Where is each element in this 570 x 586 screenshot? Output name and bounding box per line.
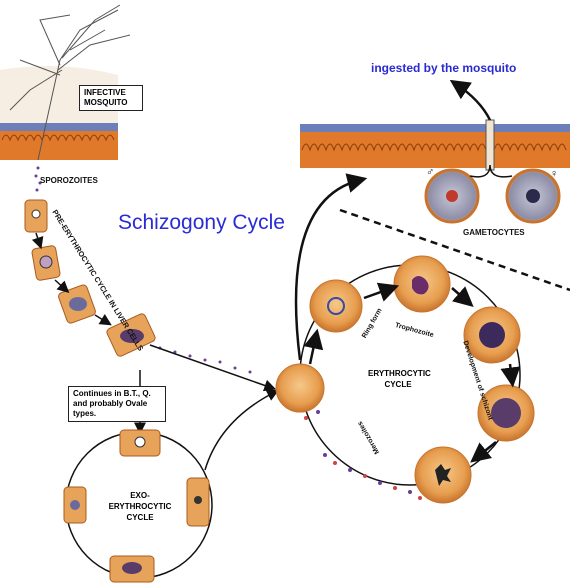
- merozoite-release-arrows: [204, 389, 280, 471]
- exo-erythrocytic-cycle: [63, 429, 213, 583]
- female-symbol: ♀: [550, 168, 559, 180]
- exo-erythrocytic-label: EXO-ERYTHROCYTIC CYCLE: [108, 491, 172, 522]
- skin-strip-right: [300, 119, 570, 171]
- divider-dashed: [339, 208, 570, 292]
- gametocytes: [424, 164, 561, 224]
- gametocytes-label: GAMETOCYTES: [463, 228, 525, 237]
- erythrocytic-cycle: [275, 255, 535, 504]
- liver-cell-chain: [24, 199, 156, 357]
- sporozoites-label: SPOROZOITES: [40, 176, 98, 185]
- male-symbol: ♂: [426, 166, 435, 178]
- mosquito-drawing: [9, 4, 131, 161]
- ingested-label: ingested by the mosquito: [371, 61, 517, 75]
- erythrocytic-arrows: [294, 173, 521, 463]
- infective-mosquito-label: INFECTIVE MOSQUITO: [79, 85, 143, 111]
- skin-strip-left: [0, 66, 118, 160]
- merozoite-dots: [304, 410, 422, 500]
- ingestion-arrow: [449, 79, 492, 121]
- erythrocytic-cycle-label: ERYTHROCYTIC CYCLE: [368, 369, 431, 389]
- page-title: Schizogony Cycle: [118, 211, 285, 234]
- continues-note: Continues in B.T., Q. and probably Ovale…: [68, 386, 166, 422]
